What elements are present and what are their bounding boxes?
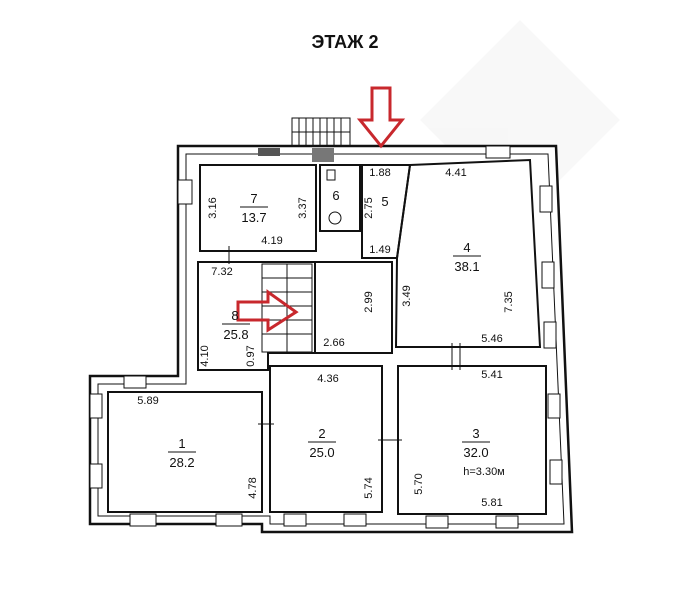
room-8-outline: [197, 261, 393, 371]
dim-r4-right: 7.35: [503, 291, 515, 312]
dim-r2-top: 4.36: [317, 373, 338, 385]
room-6-outline: [319, 164, 361, 232]
floor-title: ЭТАЖ 2: [312, 32, 379, 52]
room-2-number: 2: [318, 426, 325, 441]
room-1-area: 28.2: [169, 455, 194, 470]
dim-r4-left: 3.49: [401, 285, 413, 306]
dim-r4-bottom: 5.46: [481, 333, 502, 345]
dim-r5-side: 2.75: [363, 197, 375, 218]
dim-r4-top: 4.41: [445, 167, 466, 179]
dim-r8-top: 7.32: [211, 266, 232, 278]
exterior-stairs: [291, 117, 351, 147]
room-4-area: 38.1: [454, 259, 479, 274]
dim-r1-top: 5.89: [137, 395, 158, 407]
room-3-number: 3: [472, 426, 479, 441]
room-2-outline: [269, 365, 383, 513]
dim-r2-right: 5.74: [363, 477, 375, 498]
windows: [89, 145, 563, 529]
room-5-number: 5: [381, 194, 388, 209]
room-3-ceiling-height: h=3.30м: [463, 466, 505, 478]
room-1-number: 1: [178, 436, 185, 451]
room-4-outline: [394, 158, 542, 348]
room-3-area: 32.0: [463, 445, 488, 460]
room-labels: 7 13.7 6 5 4 38.1 8 25.8 1 28.2 2 25.0 3…: [168, 188, 505, 478]
dim-r5-bottom: 1.49: [369, 244, 390, 256]
dim-r7-right: 3.37: [297, 197, 309, 218]
room-6-number: 6: [332, 188, 339, 203]
dim-r7-left: 3.16: [207, 197, 219, 218]
vent-hatches: [258, 148, 334, 162]
dim-r8-bottom: 2.66: [323, 337, 344, 349]
entrance-arrow-stairs: [236, 289, 299, 333]
dim-r8-mid: 2.99: [363, 291, 375, 312]
room-7-area: 13.7: [241, 210, 266, 225]
room-2-area: 25.0: [309, 445, 334, 460]
room-8-number: 8: [231, 308, 238, 323]
dim-r1-right: 4.78: [247, 477, 259, 498]
room-4-number: 4: [463, 240, 470, 255]
dim-r7-bottom: 4.19: [261, 235, 282, 247]
dim-r3-top: 5.41: [481, 369, 502, 381]
dim-r8-small: 0.97: [245, 345, 257, 366]
room-7-number: 7: [250, 191, 257, 206]
room-1-outline: [107, 391, 263, 513]
entrance-arrow-top: [356, 86, 406, 149]
dim-r3-left: 5.70: [413, 473, 425, 494]
toilet-icon: [326, 169, 342, 225]
room-8-area: 25.8: [223, 327, 248, 342]
dim-r8-left: 4.10: [199, 345, 211, 366]
dim-r5-top: 1.88: [369, 167, 390, 179]
dimension-labels: 3.16 3.37 4.19 1.88 2.75 1.49 4.41 3.49 …: [137, 167, 515, 509]
dim-r3-bottom: 5.81: [481, 497, 502, 509]
room-7-outline: [199, 164, 317, 252]
door-marks: [228, 246, 461, 441]
